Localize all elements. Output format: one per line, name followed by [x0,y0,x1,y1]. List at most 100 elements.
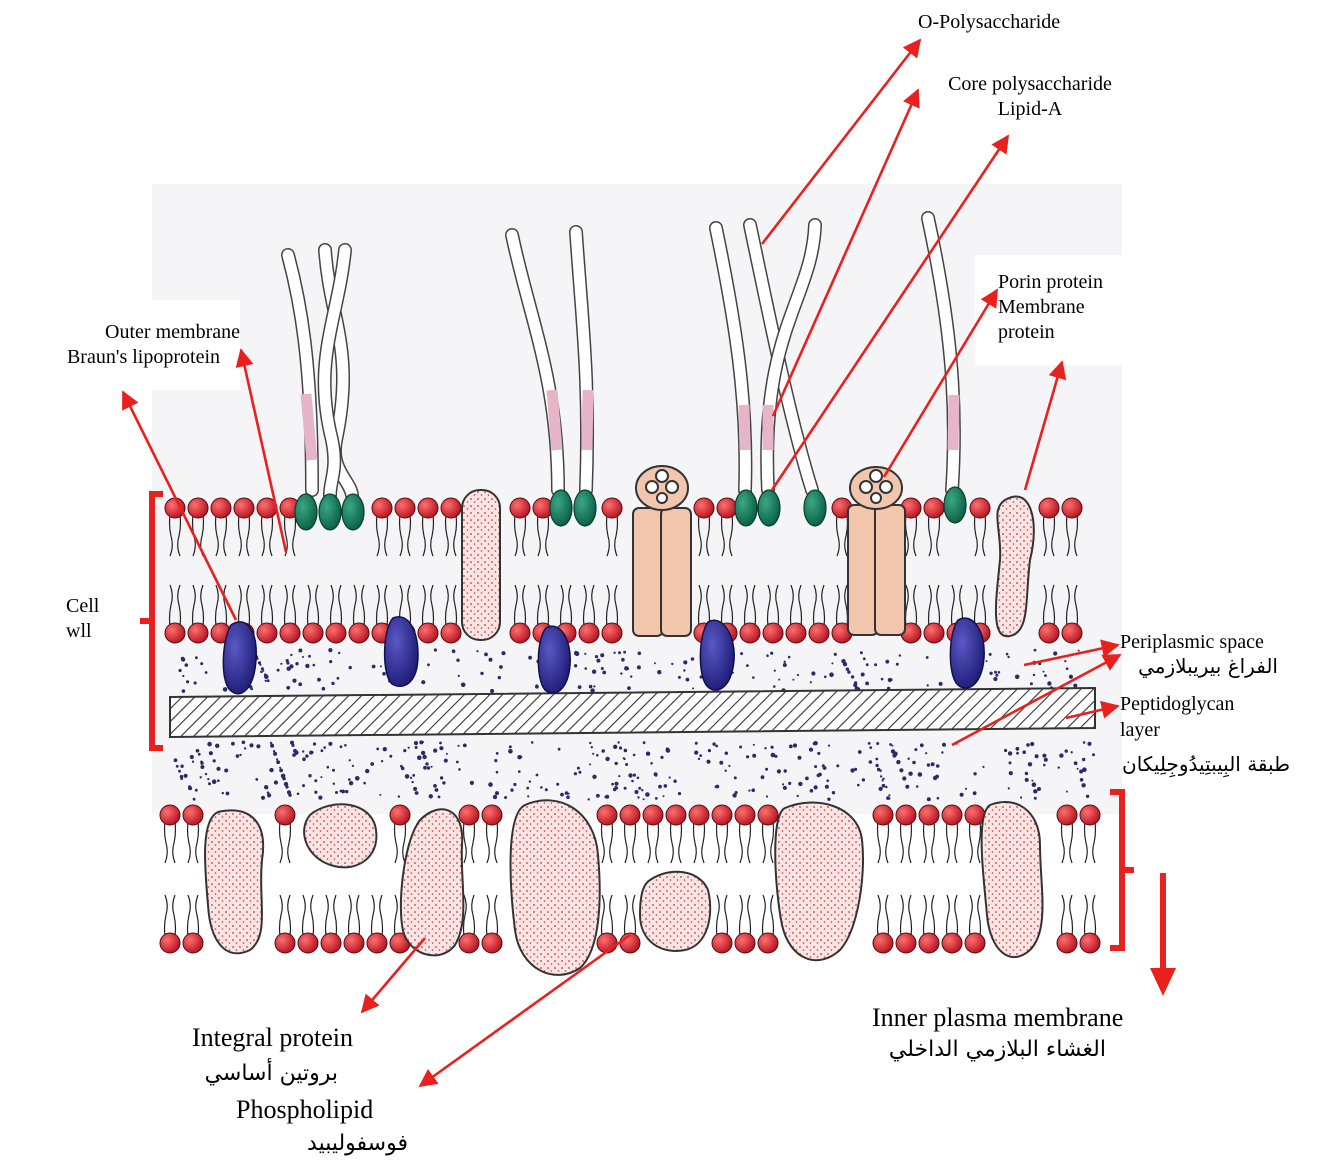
periplasm-particle [814,765,817,768]
periplasm-particle [308,655,311,658]
periplasm-particle [429,794,433,798]
periplasm-particle [208,782,211,785]
periplasm-particle [1030,742,1034,746]
periplasm-particle [875,764,878,767]
periplasm-particle [328,648,332,652]
periplasm-particle [889,743,892,746]
label-outer-membrane-group: Outer membrane Braun's lipoprotein [0,320,244,370]
periplasm-particle [860,651,863,654]
periplasm-particle [421,680,425,684]
periplasm-particle [1043,764,1046,767]
periplasm-particle [408,747,410,749]
periplasm-particle [423,766,427,770]
periplasm-particle [410,777,412,779]
periplasm-particle [1047,681,1051,685]
periplasm-particle [222,792,224,794]
periplasm-particle [558,748,561,751]
periplasm-particle [905,785,909,789]
periplasm-particle [182,689,186,693]
periplasm-particle [556,783,559,786]
periplasm-particle [788,656,791,659]
label-core-lipid-group: Core polysaccharide Lipid-A [920,72,1140,122]
phospholipid [919,895,939,953]
periplasm-particle [628,773,632,777]
periplasm-particle [998,671,1001,674]
periplasm-particle [973,791,977,795]
periplasm-particle [765,768,768,771]
periplasm-particle [302,656,304,658]
periplasm-particle [192,761,194,763]
periplasm-particle [335,791,338,794]
periplasm-particle [415,791,419,795]
lps-core [574,490,596,526]
periplasm-particle [349,759,351,761]
periplasm-particle [784,661,786,663]
periplasm-particle [413,787,417,791]
periplasm-particle [671,663,673,665]
periplasm-particle [577,767,580,770]
periplasm-particle [851,675,854,678]
periplasm-particle [1026,743,1030,747]
periplasm-particle [588,798,590,800]
periplasm-particle [734,776,737,779]
brauns-lipoprotein [950,618,984,688]
periplasm-particle [458,768,461,771]
periplasm-particle [313,664,316,667]
periplasm-particle [259,664,261,666]
periplasm-particle [1031,780,1033,782]
periplasm-particle [305,754,308,757]
phospholipid [183,895,203,953]
periplasm-particle [264,674,269,679]
periplasm-particle [382,672,386,676]
periplasm-particle [200,761,203,764]
periplasm-particle [892,753,896,757]
periplasm-particle [614,786,617,789]
phospholipid [275,805,295,863]
phospholipid [298,895,318,953]
periplasm-particle [885,786,887,788]
periplasm-particle [1034,649,1037,652]
periplasm-particle [295,752,298,755]
periplasm-particle [655,797,658,800]
lps-core [804,490,826,526]
periplasm-particle [458,675,460,677]
periplasm-particle [604,796,607,799]
periplasm-particle [881,678,884,681]
periplasm-particle [593,685,595,687]
phospholipid [896,805,916,863]
periplasm-particle [1009,761,1012,764]
phospholipid [620,895,640,953]
lps-core [735,490,757,526]
label-integral-protein-ar: بروتين أساسي [188,1060,338,1088]
periplasm-particle [752,676,755,679]
periplasm-particle [596,794,600,798]
periplasm-particle [719,761,723,765]
periplasm-particle [535,685,539,689]
periplasm-particle [827,798,830,801]
periplasm-particle [698,758,700,760]
phospholipid [712,895,732,953]
periplasm-particle [370,762,374,766]
periplasm-particle [643,798,645,800]
periplasm-particle [1016,747,1020,751]
periplasm-particle [480,672,483,675]
periplasm-particle [601,667,604,670]
periplasm-particle [195,656,198,659]
periplasm-particle [261,796,265,800]
periplasm-particle [621,658,625,662]
periplasm-particle [529,780,531,782]
periplasm-particle [683,660,687,664]
periplasm-particle [908,758,910,760]
phospholipid [689,805,709,863]
periplasm-particle [285,785,288,788]
periplasm-particle [239,754,241,756]
periplasm-particle [216,767,220,771]
periplasm-particle [355,776,360,781]
periplasm-particle [389,755,392,758]
periplasm-particle [1044,674,1047,677]
periplasm-particle [918,772,923,777]
periplasm-particle [182,675,184,677]
periplasm-particle [574,651,579,656]
phospholipid [873,805,893,863]
